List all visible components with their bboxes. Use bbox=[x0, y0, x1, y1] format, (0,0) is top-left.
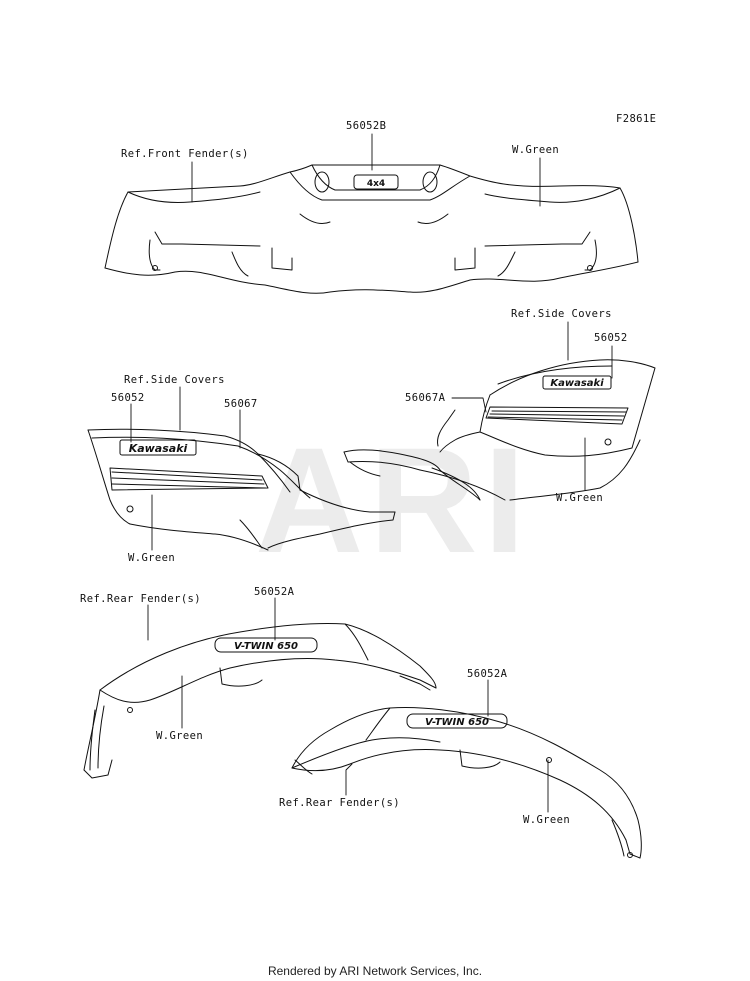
label-w-green-front: W.Green bbox=[512, 144, 560, 156]
right-cover-brand-text: Kawasaki bbox=[550, 378, 604, 389]
diagram-code: F2861E bbox=[616, 113, 657, 125]
label-ref-front-fender: Ref.Front Fender(s) bbox=[121, 148, 249, 160]
label-56067a: 56067A bbox=[405, 392, 446, 404]
left-rear-fender-drawing bbox=[83, 622, 437, 779]
left-rear-model-text: V-TWIN 650 bbox=[234, 641, 298, 652]
label-56052b: 56052B bbox=[346, 120, 387, 132]
front-fender-drawing bbox=[104, 164, 639, 294]
label-ref-rear-fender-left: Ref.Rear Fender(s) bbox=[80, 593, 201, 605]
label-ref-side-covers-right: Ref.Side Covers bbox=[511, 308, 612, 320]
label-w-green-right-side: W.Green bbox=[556, 492, 604, 504]
right-rear-fender-drawing bbox=[291, 707, 642, 859]
label-56052-right: 56052 bbox=[594, 332, 628, 344]
label-w-green-left-side: W.Green bbox=[128, 552, 176, 564]
label-56052a-right: 56052A bbox=[467, 668, 508, 680]
label-56052a-left: 56052A bbox=[254, 586, 295, 598]
footer-credit: Rendered by ARI Network Services, Inc. bbox=[267, 964, 483, 978]
label-w-green-rear-left: W.Green bbox=[156, 730, 204, 742]
label-ref-rear-fender-right: Ref.Rear Fender(s) bbox=[279, 797, 400, 809]
front-emblem-text: 4x4 bbox=[367, 179, 385, 189]
leader-lines bbox=[130, 133, 613, 813]
right-side-cover-drawing bbox=[343, 359, 656, 501]
left-cover-brand-text: Kawasaki bbox=[129, 442, 188, 455]
label-56067: 56067 bbox=[224, 398, 258, 410]
right-rear-model-text: V-TWIN 650 bbox=[425, 717, 489, 728]
label-w-green-rear-right: W.Green bbox=[523, 814, 571, 826]
label-56052-left: 56052 bbox=[111, 392, 145, 404]
left-side-cover-drawing bbox=[87, 428, 396, 551]
label-ref-side-covers-left: Ref.Side Covers bbox=[124, 374, 225, 386]
